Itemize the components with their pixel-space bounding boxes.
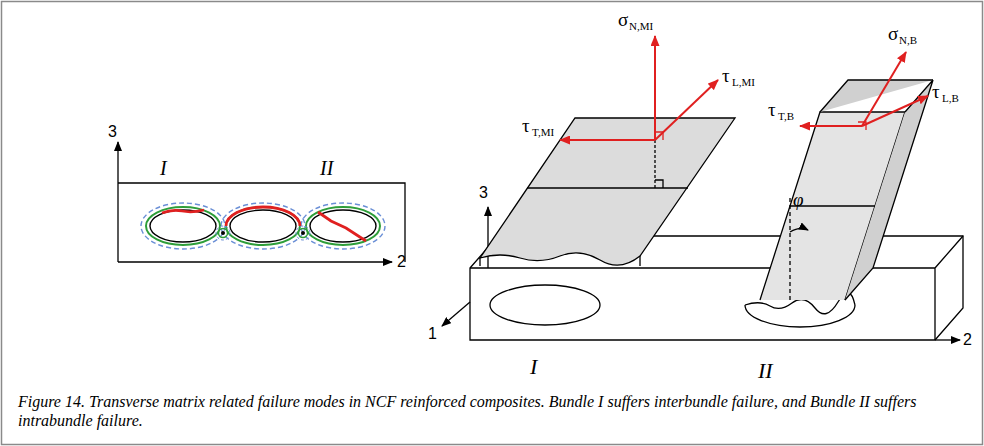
stress-subscript: T,MI — [532, 127, 554, 138]
stress-symbol: τ — [768, 100, 776, 119]
figure-caption: Figure 14. Transverse matrix related fai… — [18, 392, 966, 430]
stress-symbol: τ — [932, 82, 940, 101]
bundle-label: II — [758, 360, 773, 382]
stress-arrows — [560, 36, 928, 140]
stress-symbol: σ — [618, 10, 628, 29]
bundle-label: I — [160, 158, 167, 178]
stress-symbol: τ — [522, 116, 530, 135]
axis-label: 2 — [963, 332, 972, 348]
cross-section — [118, 142, 405, 262]
stress-subscript: T,B — [778, 111, 794, 122]
angle-symbol: φ — [793, 190, 804, 209]
bundle-label: I — [530, 356, 537, 378]
stress-subscript: N,MI — [629, 21, 653, 32]
stress-subscript: N,B — [899, 35, 917, 46]
stress-subscript: L,MI — [732, 77, 755, 88]
bundle-label: II — [320, 158, 333, 178]
axis-label: 3 — [479, 185, 488, 201]
stress-symbol: τ — [722, 66, 730, 85]
block-3d — [442, 80, 963, 340]
axis-label: 1 — [428, 326, 437, 342]
stress-subscript: L,B — [942, 93, 959, 104]
stress-symbol: σ — [888, 24, 898, 43]
axis-label: 3 — [108, 124, 117, 140]
axis-label: 2 — [397, 254, 406, 270]
